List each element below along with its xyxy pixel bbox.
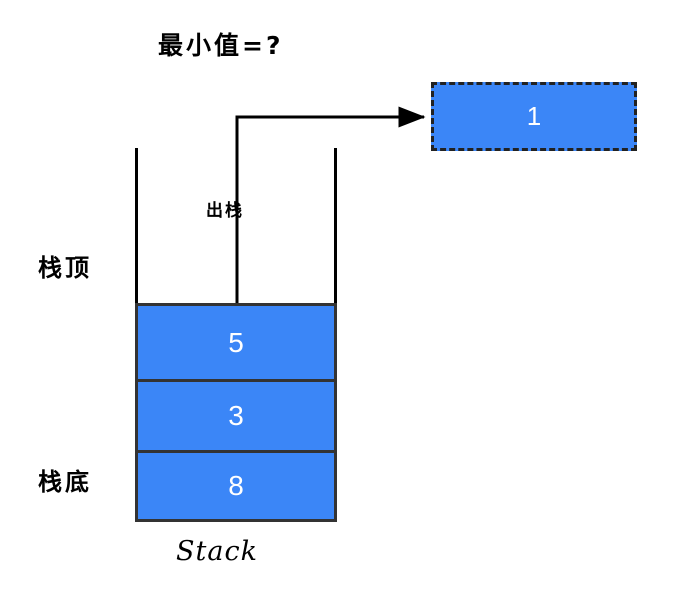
popped-value-text: 1 <box>526 101 542 131</box>
stack-cell-list: 5 3 8 <box>135 303 337 522</box>
diagram-title-min-value: 最小值=? <box>158 31 284 60</box>
popped-value-box: 1 <box>431 82 637 151</box>
stack-caption: Stack <box>176 536 258 567</box>
stack-cell: 8 <box>135 450 337 522</box>
stack-cell-value: 8 <box>228 470 244 501</box>
stack-bottom-label: 栈底 <box>38 468 92 496</box>
stack-cell-value: 3 <box>228 400 244 431</box>
stack-cell: 5 <box>135 303 337 379</box>
pop-label: 出栈 <box>206 201 244 221</box>
stack-cell: 3 <box>135 379 337 450</box>
stack-top-label: 栈顶 <box>38 254 92 282</box>
stack-cell-value: 5 <box>228 326 244 358</box>
